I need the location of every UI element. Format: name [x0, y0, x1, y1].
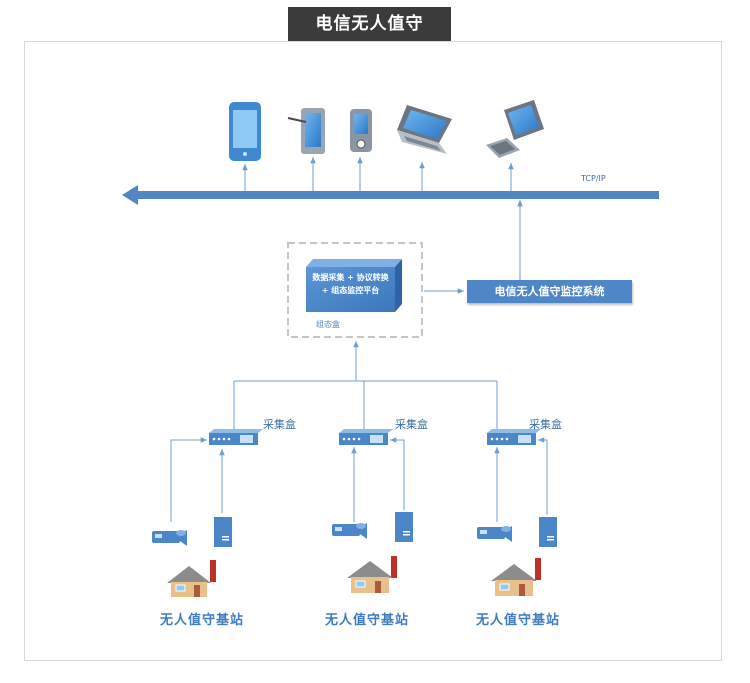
collector-label: 采集盒	[395, 418, 428, 431]
collector-tree-connectors	[233, 341, 498, 432]
collector-label: 采集盒	[529, 418, 562, 431]
house-icon	[167, 560, 216, 597]
monitor-system-node: 电信无人值守监控系统	[467, 280, 632, 303]
device-connectors	[242, 157, 514, 191]
gateway-line-2: + 组态监控平台	[321, 286, 380, 295]
tcpip-bus-arrow	[122, 185, 659, 205]
server-icon	[395, 512, 413, 542]
house-icon	[347, 556, 397, 593]
site-connectors	[170, 437, 548, 522]
gateway-line-1: 数据采集 + 协议转换	[312, 273, 389, 282]
station-label: 无人值守基站	[325, 613, 410, 628]
server-icon	[214, 517, 232, 547]
pda-icon	[350, 109, 372, 152]
diagram-frame	[24, 41, 722, 661]
video-camera-icon	[332, 523, 367, 539]
laptop-icon	[397, 105, 452, 154]
station-label: 无人值守基站	[160, 613, 245, 628]
collector-box	[487, 429, 541, 445]
gateway-caption: 组态盒	[316, 320, 340, 329]
gateway-box	[306, 259, 402, 312]
smartphone-icon	[229, 102, 261, 161]
collector-box	[339, 429, 393, 445]
gateway-dashed-border	[287, 242, 423, 338]
tablet-icon	[287, 108, 325, 154]
collector-label: 采集盒	[263, 418, 296, 431]
server-icon	[539, 517, 557, 547]
station-label: 无人值守基站	[476, 613, 561, 628]
network-protocol-label: TCP/IP	[581, 174, 606, 183]
video-camera-icon	[477, 526, 512, 542]
house-icon	[491, 558, 541, 596]
desktop-computer-icon	[486, 100, 544, 158]
video-camera-icon	[152, 530, 187, 546]
collector-box	[209, 429, 263, 445]
gateway-function-text: 数据采集 + 协议转换 + 组态监控平台	[306, 271, 395, 297]
page-title: 电信无人值守	[288, 7, 451, 41]
